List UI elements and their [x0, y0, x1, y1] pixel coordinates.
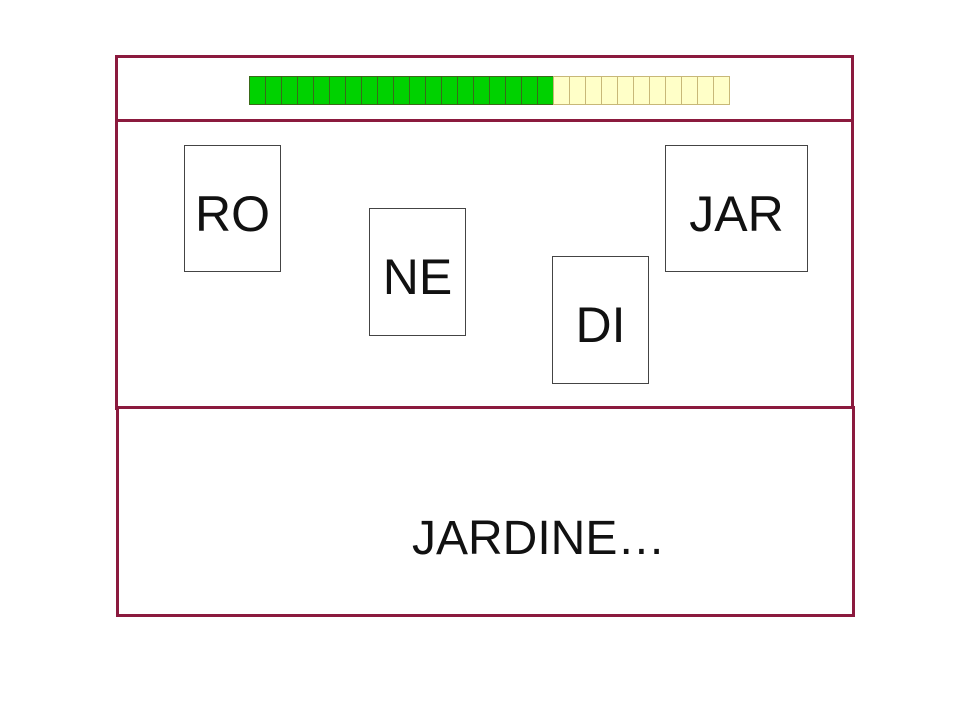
progress-segment-filled [249, 76, 266, 105]
progress-segment-empty [649, 76, 666, 105]
progress-segment-empty [681, 76, 698, 105]
progress-segment-filled [281, 76, 298, 105]
progress-segment-filled [457, 76, 474, 105]
progress-segment-empty [553, 76, 570, 105]
answer-panel [116, 406, 855, 617]
progress-bar [249, 76, 730, 105]
progress-segment-filled [425, 76, 442, 105]
syllable-tile-ne[interactable]: NE [369, 208, 466, 336]
progress-segment-empty [601, 76, 618, 105]
progress-segment-filled [409, 76, 426, 105]
progress-segment-filled [505, 76, 522, 105]
progress-segment-filled [345, 76, 362, 105]
progress-segment-filled [313, 76, 330, 105]
syllable-tile-label: DI [575, 297, 626, 353]
progress-segment-empty [697, 76, 714, 105]
answer-word: JARDINE… [412, 512, 666, 565]
progress-segment-filled [377, 76, 394, 105]
progress-segment-filled [361, 76, 378, 105]
syllable-tile-di[interactable]: DI [552, 256, 649, 384]
progress-segment-filled [441, 76, 458, 105]
progress-segment-empty [617, 76, 634, 105]
syllable-tile-label: RO [195, 186, 270, 242]
progress-segment-empty [585, 76, 602, 105]
progress-segment-empty [665, 76, 682, 105]
progress-segment-empty [569, 76, 586, 105]
progress-segment-filled [473, 76, 490, 105]
syllable-tile-ro[interactable]: RO [184, 145, 281, 272]
progress-segment-empty [713, 76, 730, 105]
syllable-tile-label: NE [382, 249, 453, 305]
syllable-tile-label: JAR [689, 186, 784, 242]
progress-segment-filled [393, 76, 410, 105]
progress-segment-filled [537, 76, 554, 105]
progress-segment-filled [265, 76, 282, 105]
progress-segment-filled [329, 76, 346, 105]
syllable-tile-jar[interactable]: JAR [665, 145, 808, 272]
progress-segment-filled [521, 76, 538, 105]
progress-segment-filled [297, 76, 314, 105]
progress-segment-filled [489, 76, 506, 105]
progress-segment-empty [633, 76, 650, 105]
